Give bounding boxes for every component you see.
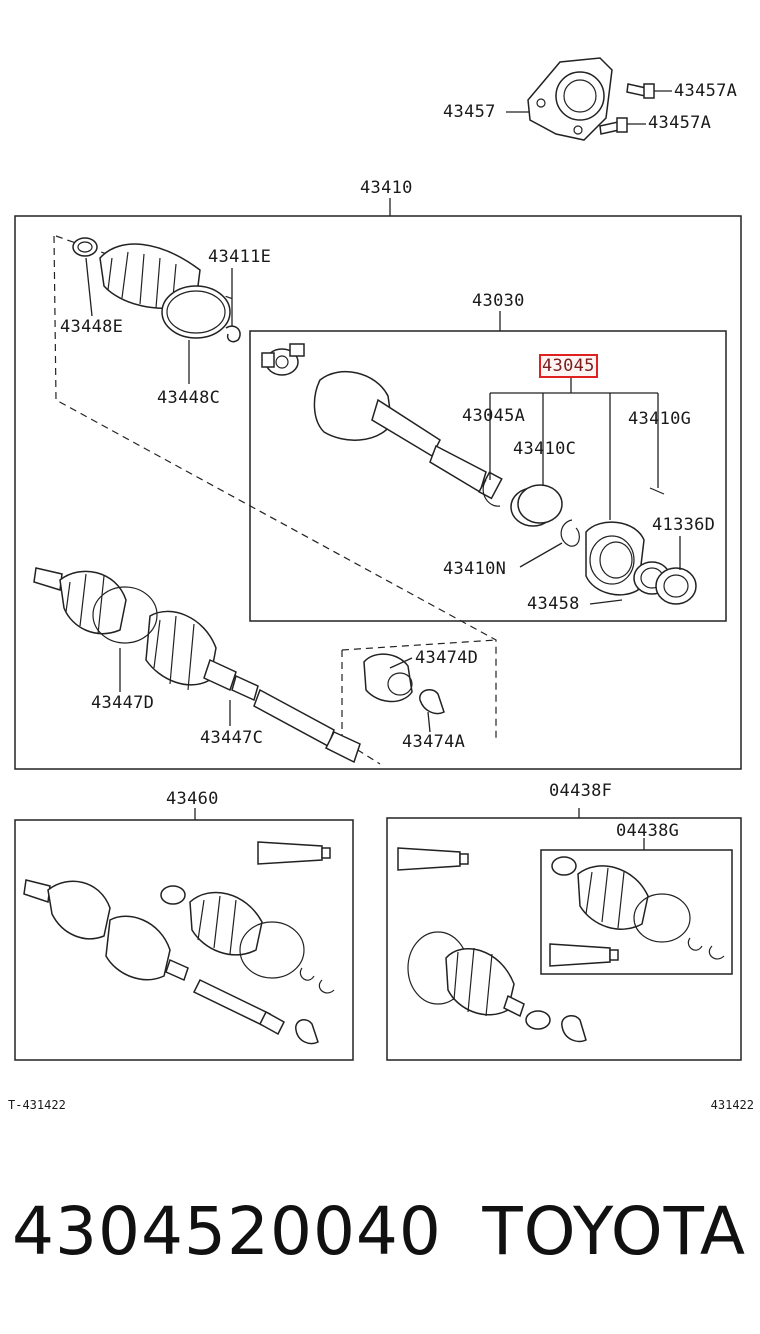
caption-part-number: 4304520040: [12, 1193, 442, 1270]
outer-boot-kit: [72, 237, 241, 343]
dust-cover-43458: [585, 521, 645, 596]
part-label-43447D[interactable]: 43447D: [91, 693, 155, 713]
kit-04438F-drawing: [397, 847, 587, 1043]
part-label-43457A-lower[interactable]: 43457A: [648, 113, 712, 133]
part-label-43448C[interactable]: 43448C: [157, 388, 221, 408]
part-label-43045A[interactable]: 43045A: [462, 406, 526, 426]
pin-43410G: [649, 487, 665, 495]
kit-43460-drawing: [23, 841, 335, 1045]
part-label-43410N[interactable]: 43410N: [443, 559, 507, 579]
kit-frame-43460: [14, 819, 354, 1061]
inner-housing-shaft: [313, 371, 503, 500]
outer-cv-shaft: [33, 567, 361, 764]
part-label-43458[interactable]: 43458: [527, 594, 580, 614]
part-label-43474D[interactable]: 43474D: [415, 648, 479, 668]
part-label-43448E[interactable]: 43448E: [60, 317, 124, 337]
snap-ring-43045A: [482, 479, 501, 507]
kit-04438G-drawing: [549, 856, 725, 967]
part-label-43447C[interactable]: 43447C: [200, 728, 264, 748]
diagram-code-right: 431422: [710, 1098, 754, 1112]
bearing-bracket: [527, 57, 613, 141]
part-label-43045-highlighted[interactable]: 43045: [539, 354, 598, 378]
boot-clamp-43447D: [92, 586, 158, 644]
clamp-43474A: [419, 689, 445, 715]
bolt-lower: [599, 117, 628, 135]
part-label-43410G[interactable]: 43410G: [628, 409, 692, 429]
kit-frame-04438G: [540, 849, 733, 975]
part-label-43410C[interactable]: 43410C: [513, 439, 577, 459]
tripod-joint: [261, 343, 305, 376]
part-label-43457[interactable]: 43457: [443, 102, 496, 122]
part-label-43457A-upper[interactable]: 43457A: [674, 81, 738, 101]
clip-43410N: [560, 519, 580, 547]
part-label-43030[interactable]: 43030: [472, 291, 525, 311]
bolt-upper: [626, 83, 655, 99]
part-label-04438G[interactable]: 04438G: [616, 821, 680, 841]
part-label-43410[interactable]: 43410: [360, 178, 413, 198]
assembly-frame-43030: [249, 330, 727, 622]
bearing-43410C: [510, 484, 563, 527]
part-label-41336D[interactable]: 41336D: [652, 515, 716, 535]
part-label-43411E[interactable]: 43411E: [208, 247, 272, 267]
diagram-code-left: T-431422: [8, 1098, 66, 1112]
part-label-43474A[interactable]: 43474A: [402, 732, 466, 752]
damper-43474D: [363, 653, 413, 703]
kit-frame-04438F: [386, 817, 742, 1061]
seal-41336D: [633, 561, 697, 605]
part-label-04438F[interactable]: 04438F: [549, 781, 613, 801]
caption-brand: TOYOTA: [482, 1193, 746, 1270]
part-label-43460[interactable]: 43460: [166, 789, 219, 809]
assembly-frame-43410: [14, 215, 742, 770]
